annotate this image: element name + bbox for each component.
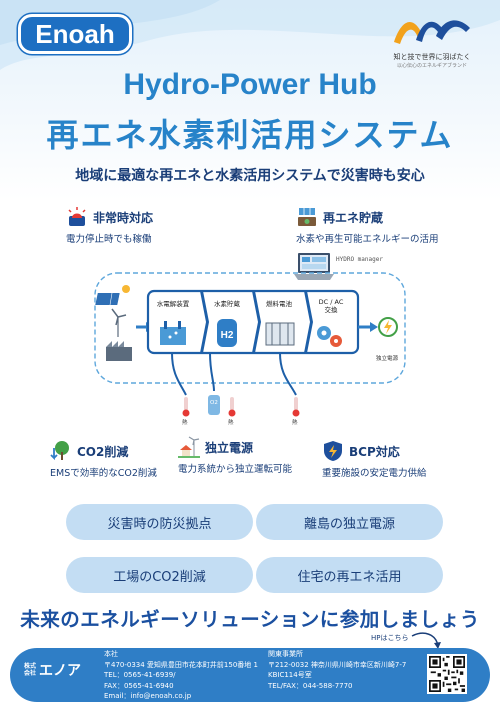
title-english: Hydro-Power Hub [123, 68, 377, 101]
subtitle: 地域に最適な再エネと水素活用システムで災害時も安心 [75, 168, 425, 184]
brand-tagline: 知と技で世界に羽ばたく [393, 53, 471, 61]
shield-bolt-icon [324, 441, 342, 461]
feature-name: 独立電源 [205, 440, 254, 455]
use-case-pill: 工場のCO2削減 [66, 557, 253, 593]
feature-name: 再エネ貯蔵 [323, 210, 384, 225]
kanto-office-street: 〒212-0032 神奈川県川崎市幸区新川崎7-7 [268, 660, 407, 669]
power-output-icon [378, 317, 398, 337]
feature-desc: 重要施設の安定電力供給 [322, 468, 427, 479]
o2-label: O2 [210, 400, 218, 406]
head-office-label: 本社 [104, 650, 118, 658]
svg-text:H2: H2 [221, 330, 234, 341]
stage-label-storage: 水素貯蔵 [214, 300, 240, 308]
wings-logo-icon [394, 20, 470, 44]
corporate-name: 株式 会社 エノア [24, 660, 81, 680]
use-case-pill: 住宅の再エネ活用 [256, 557, 443, 593]
fuel-cell-icon [265, 322, 295, 346]
feature-name: CO2削減 [77, 444, 129, 459]
feature-bcp: BCP対応 重要施設の安定電力供給 [322, 440, 427, 479]
feature-desc: 電力停止時でも稼働 [66, 234, 152, 245]
kanto-office-address: 関東事業所 〒212-0032 神奈川県川崎市幸区新川崎7-7 KBIC114号… [268, 649, 406, 691]
hydro-manager: HYDRO manager [292, 250, 383, 288]
use-case-pill: 離島の独立電源 [256, 504, 443, 540]
factory-icon [106, 341, 132, 361]
feature-co2: CO2削減 EMSで効率的なCO2削減 [50, 440, 157, 479]
oxygen-tank-icon [208, 395, 220, 415]
corp-prefix: 株式 会社 [24, 663, 37, 677]
footer-bar [10, 648, 490, 702]
hydrogen-tank-icon: H2 [217, 319, 237, 347]
feature-desc: EMSで効率的なCO2削減 [50, 468, 157, 479]
call-to-action: 未来のエネルギーソリューションに参加しましょう [20, 608, 480, 631]
heat-label: 熱 [182, 420, 188, 426]
head-office-fax: FAX：0565-41-6940 [104, 681, 174, 690]
kanto-office-building: KBIC114号室 [268, 671, 312, 679]
thermometer-icon [292, 397, 300, 417]
system-boundary [94, 272, 406, 384]
logo-text: Enoah [35, 18, 115, 49]
solar-storage-icon [298, 208, 316, 226]
corp-name: エノア [39, 663, 81, 679]
title-japanese: 再エネ水素利活用システム [46, 116, 454, 154]
electrolyzer-icon [160, 321, 186, 345]
hp-label: HPはこちら [371, 634, 409, 642]
feature-desc: 水素や再生可能エネルギーの活用 [296, 234, 439, 245]
solar-panel-icon [95, 285, 130, 306]
curved-arrow-icon [411, 632, 441, 649]
wind-house-icon [178, 436, 200, 458]
inverter-gears-icon [317, 326, 342, 347]
stage-label-electrolyzer: 水電解装置 [156, 300, 190, 308]
feature-name: 非常時対応 [93, 210, 154, 225]
feature-desc: 電力系統から独立運転可能 [178, 464, 293, 475]
brand-subtagline: 以心伝心のエネルギアブランド [396, 63, 467, 69]
head-office-tel: TEL：0565-41-6939/ [104, 671, 176, 679]
use-case-pill: 災害時の防災拠点 [66, 504, 253, 540]
stage-label-fuel-cell: 燃料電池 [266, 300, 292, 308]
qr-code-icon [429, 656, 465, 692]
manager-label: HYDRO manager [336, 256, 383, 263]
head-office-email: Email：info@enoah.co.jp [104, 692, 192, 700]
heat-label: 熱 [228, 420, 234, 426]
feature-independent: 独立電源 電力系統から独立運転可能 [178, 436, 292, 475]
feature-storage: 再エネ貯蔵 水素や再生可能エネルギーの活用 [296, 206, 439, 245]
emergency-alarm-icon [68, 207, 86, 226]
stage-label-dcac: DC / AC 交換 [318, 298, 344, 314]
head-office-address: 本社 〒470-0334 愛知県豊田市花本町井前150番地 1 TEL：0565… [104, 649, 258, 702]
wind-turbine-icon [111, 308, 127, 337]
thermometer-icon [182, 397, 190, 417]
output-label: 独立電源 [376, 356, 399, 362]
tree-down-icon [50, 441, 69, 461]
head-office-street: 〒470-0334 愛知県豊田市花本町井前150番地 1 [104, 660, 258, 669]
qr-code[interactable] [427, 654, 467, 694]
feature-name: BCP対応 [349, 444, 400, 459]
feature-emergency: 非常時対応 電力停止時でも稼働 [66, 206, 153, 245]
kanto-office-telfax: TEL/FAX：044-588-7770 [268, 681, 353, 690]
brand-mark: 知と技で世界に羽ばたく 以心伝心のエネルギアブランド [390, 14, 474, 76]
laptop-dashboard-icon [294, 253, 334, 280]
system-diagram: H2 [94, 272, 406, 417]
kanto-office-label: 関東事業所 [268, 650, 303, 658]
heat-label: 熱 [292, 420, 298, 426]
thermometer-icon [228, 397, 236, 417]
enoah-logo: Enoah [18, 14, 132, 54]
